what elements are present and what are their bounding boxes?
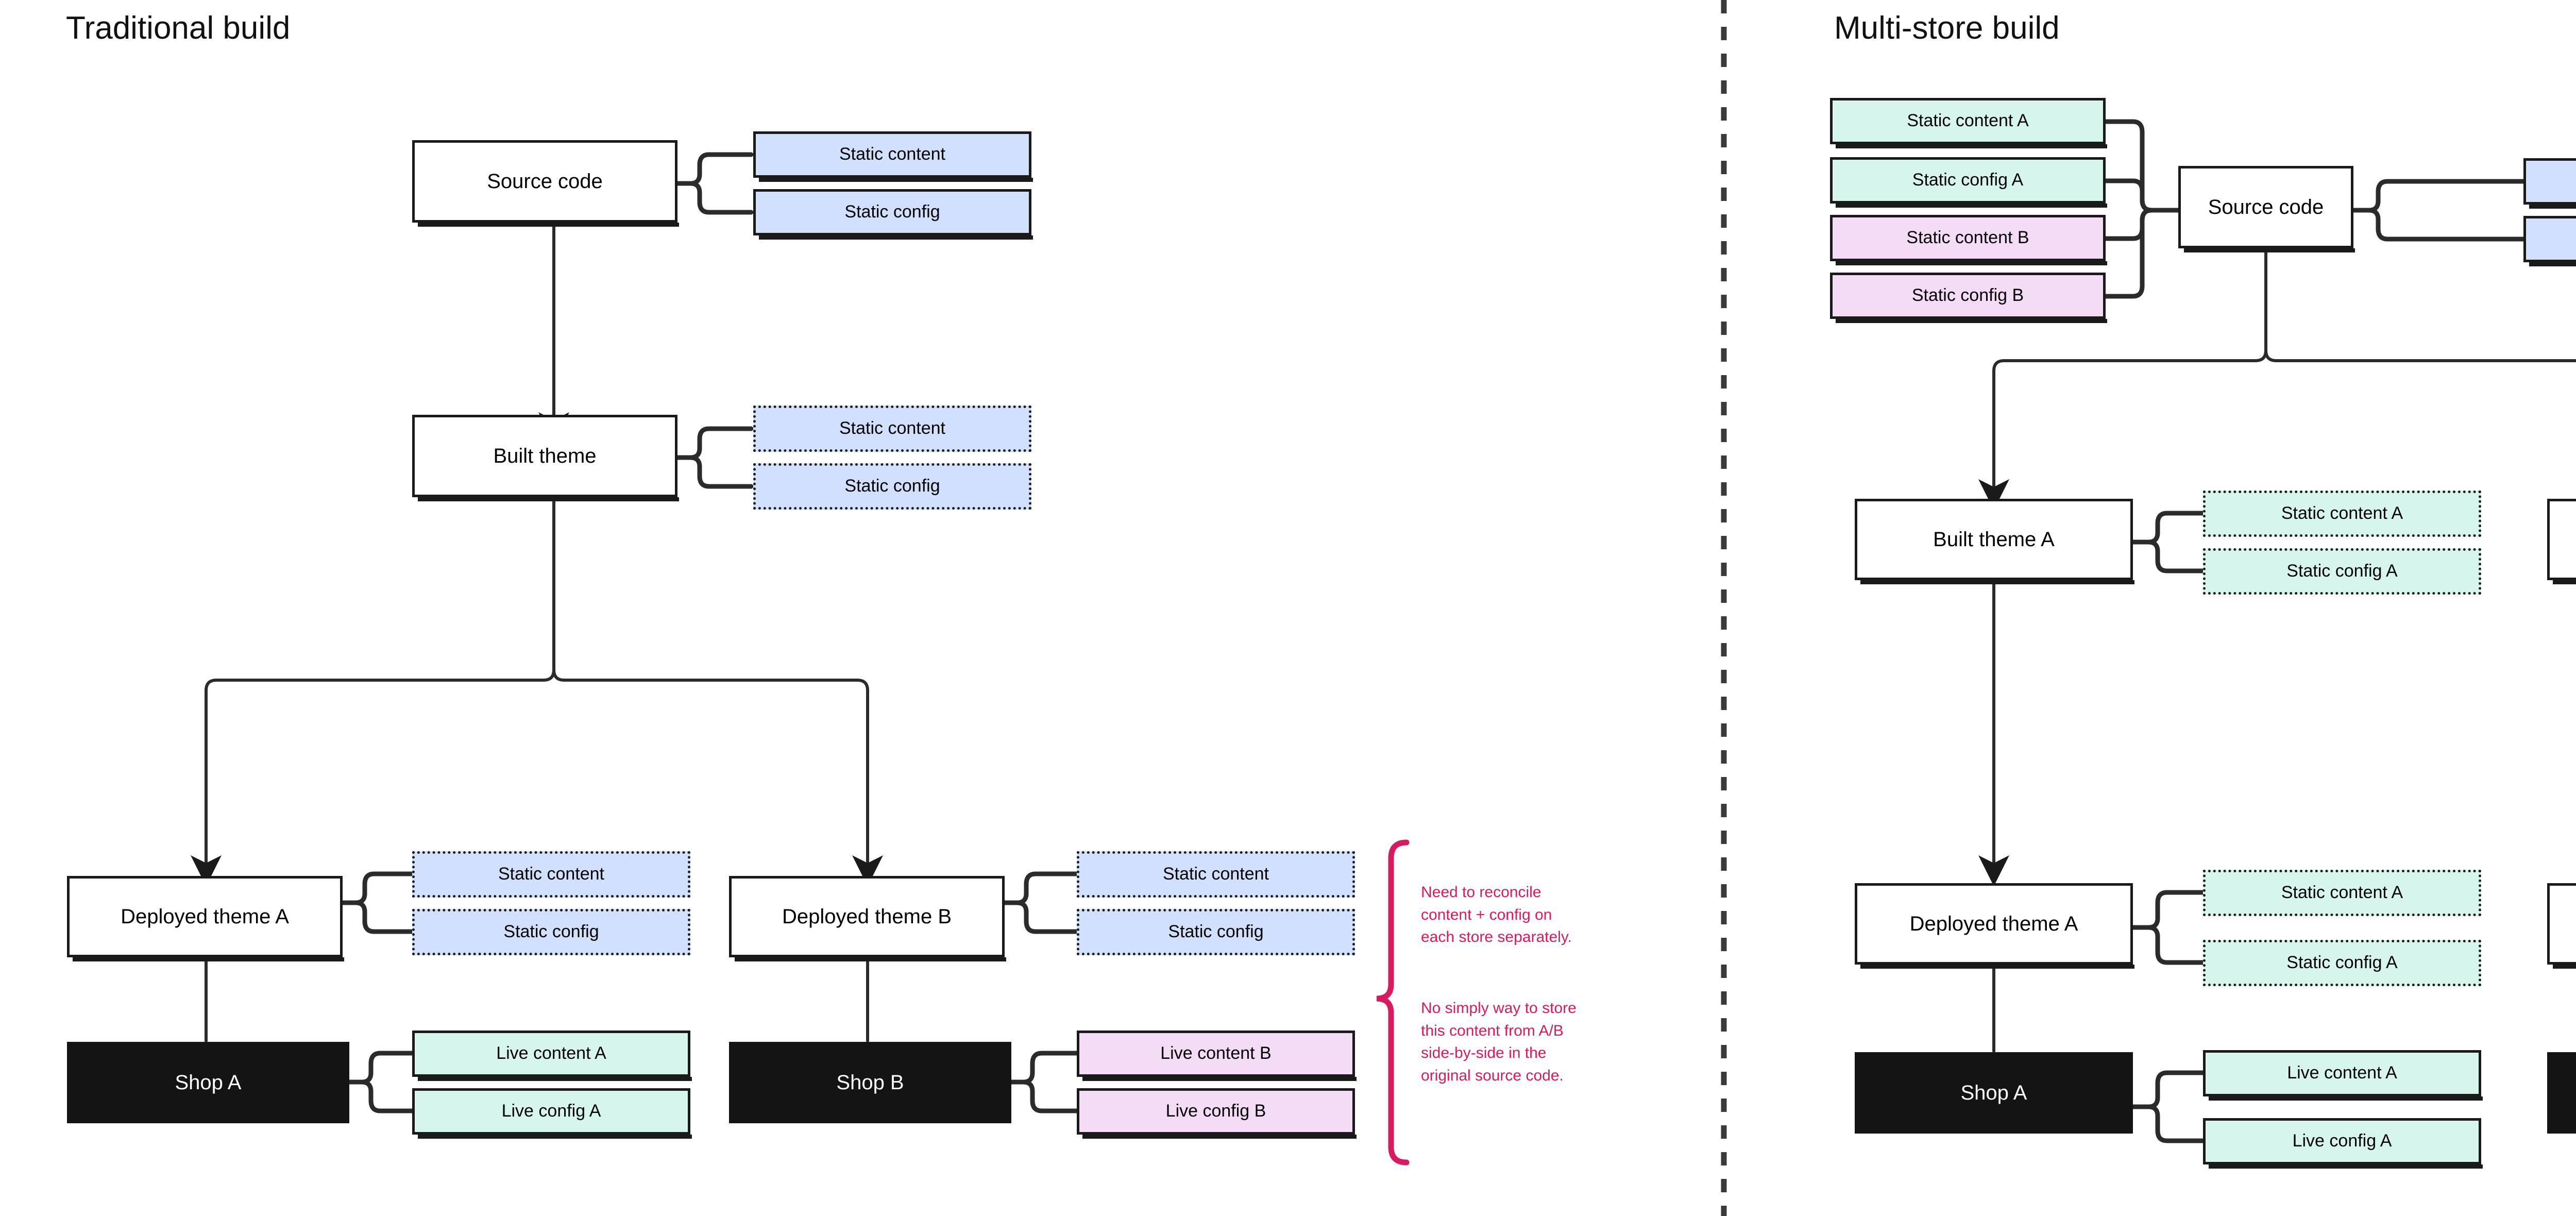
node-source-code-multistore[interactable]: Source code <box>2178 166 2355 252</box>
node-built-theme-a[interactable]: Built theme A <box>1855 499 2134 584</box>
node-shop-a-multistore[interactable]: Shop A <box>1855 1052 2133 1134</box>
artifact-static-content-deployed-b[interactable]: Static content <box>1077 851 1355 898</box>
node-label: Source code <box>487 170 603 193</box>
input-static-content-b[interactable]: Static content B <box>1830 215 2107 265</box>
node-deployed-theme-b-multistore[interactable]: Deployed theme B <box>2547 883 2576 969</box>
artifact-static-config-deployed-b[interactable]: Static config <box>1077 909 1355 955</box>
panel-title-traditional: Traditional build <box>66 10 291 46</box>
artifact-static-config-source[interactable]: Static config <box>753 189 1033 240</box>
artifact-static-content-built[interactable]: Static content <box>753 406 1031 452</box>
panel-title-multistore: Multi-store build <box>1834 10 2060 46</box>
artifact-label: Live content A <box>496 1043 606 1063</box>
artifact-static-config-deployed-a[interactable]: Static config <box>412 909 690 955</box>
node-shop-b-traditional[interactable]: Shop B <box>729 1042 1011 1123</box>
node-label: Shop A <box>175 1071 242 1094</box>
artifact-live-content-a-multistore[interactable]: Live content A <box>2203 1050 2483 1101</box>
node-label: Deployed theme A <box>1909 913 2078 935</box>
node-built-theme-b[interactable]: Built theme B <box>2547 499 2576 584</box>
artifact-label: Live content B <box>1160 1043 1272 1063</box>
artifact-label: Static config A <box>2286 561 2398 581</box>
node-source-code-traditional[interactable]: Source code <box>412 140 679 227</box>
artifact-label: Static config <box>844 202 940 222</box>
artifact-static-config-a-built[interactable]: Static config A <box>2203 548 2481 595</box>
node-label: Deployed theme B <box>782 905 952 928</box>
input-static-config-b[interactable]: Static config B <box>1830 273 2107 323</box>
artifact-live-content-a-traditional[interactable]: Live content A <box>412 1031 692 1081</box>
artifact-label: Static config A <box>2286 953 2398 973</box>
node-built-theme-traditional[interactable]: Built theme <box>412 415 679 501</box>
artifact-live-config-b-traditional[interactable]: Live config B <box>1077 1088 1357 1139</box>
artifact-static-content-deployed-a[interactable]: Static content <box>412 851 690 898</box>
artifact-static-content-a-deployed[interactable]: Static content A <box>2203 870 2481 916</box>
artifact-label: Live config B <box>1165 1101 1266 1121</box>
node-shop-a-traditional[interactable]: Shop A <box>67 1042 349 1123</box>
artifact-static-content-source[interactable]: Static content <box>753 131 1033 182</box>
node-label: Shop B <box>836 1071 904 1094</box>
artifact-label: Static content A <box>2281 503 2403 523</box>
artifact-label: Static config <box>503 922 599 942</box>
artifact-live-content-b-traditional[interactable]: Live content B <box>1077 1031 1357 1081</box>
artifact-static-config-built[interactable]: Static config <box>753 463 1031 510</box>
annotation-reconcile-note: Need to reconcile content + config on ea… <box>1421 884 1572 945</box>
artifact-label: Static config <box>1168 922 1264 942</box>
node-deployed-theme-a-multistore[interactable]: Deployed theme A <box>1855 883 2134 969</box>
artifact-label: Static config A <box>1912 170 2024 190</box>
node-label: Built theme <box>493 445 597 467</box>
input-static-config-a[interactable]: Static config A <box>1830 157 2107 208</box>
artifact-label: Static config B <box>1911 285 2024 306</box>
artifact-base-static-config[interactable]: Base static config <box>2523 216 2576 266</box>
artifact-label: Static content <box>839 144 945 164</box>
artifact-label: Static content A <box>1907 111 2029 131</box>
artifact-label: Live config A <box>2292 1131 2392 1151</box>
node-label: Shop A <box>1960 1082 2027 1104</box>
artifact-label: Static config <box>844 476 940 496</box>
node-deployed-theme-a-traditional[interactable]: Deployed theme A <box>67 876 344 961</box>
artifact-live-config-a-traditional[interactable]: Live config A <box>412 1088 692 1139</box>
input-static-content-a[interactable]: Static content A <box>1830 98 2107 148</box>
node-label: Source code <box>2208 196 2324 218</box>
artifact-label: Static content <box>498 864 604 884</box>
artifact-static-content-a-built[interactable]: Static content A <box>2203 491 2481 537</box>
artifact-static-config-a-deployed[interactable]: Static config A <box>2203 940 2481 986</box>
artifact-label: Static content A <box>2281 883 2403 903</box>
node-shop-b-multistore[interactable]: Shop B <box>2547 1052 2576 1134</box>
artifact-label: Live content A <box>2287 1063 2397 1083</box>
annotation-no-simple-way-note: No simply way to store this content from… <box>1421 1000 1577 1084</box>
node-label: Deployed theme A <box>121 905 289 928</box>
artifact-label: Static content <box>839 418 945 438</box>
artifact-base-static-content[interactable]: Base static content <box>2523 158 2576 209</box>
artifact-label: Live config A <box>501 1101 601 1121</box>
artifact-live-config-a-multistore[interactable]: Live config A <box>2203 1118 2483 1169</box>
node-label: Built theme A <box>1933 528 2055 551</box>
artifact-label: Static content B <box>1906 228 2029 248</box>
node-deployed-theme-b-traditional[interactable]: Deployed theme B <box>729 876 1006 961</box>
artifact-label: Static content <box>1162 864 1269 884</box>
